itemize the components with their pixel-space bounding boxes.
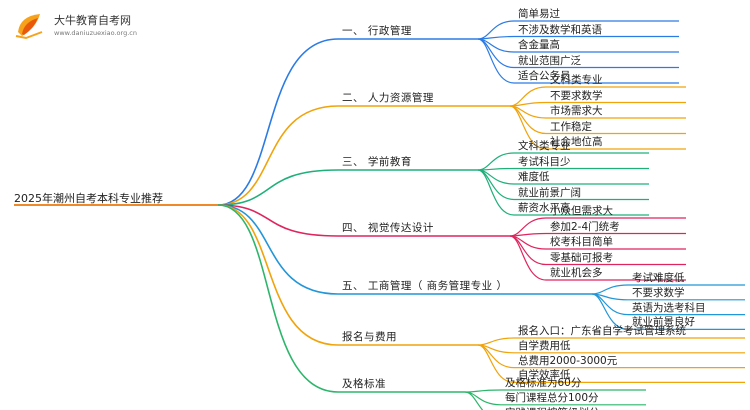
logo-title: 大牛教育自考网 bbox=[54, 14, 131, 27]
leaf-label: 零基础可报考 bbox=[550, 251, 613, 264]
leaf-label: 实践课程按等级划分 bbox=[505, 407, 600, 410]
child-connector bbox=[509, 105, 547, 150]
branch-label: 一、 行政管理 bbox=[342, 25, 412, 37]
child-connector bbox=[477, 38, 515, 84]
leaf-label: 文科类专业 bbox=[550, 74, 603, 86]
branch-label: 二、 人力资源管理 bbox=[342, 92, 434, 104]
leaf-label: 就业前景广阔 bbox=[518, 186, 581, 199]
child-connector bbox=[477, 169, 515, 216]
leaf-label: 不要求数学 bbox=[632, 286, 685, 299]
branch-connector bbox=[217, 204, 339, 295]
branch-connector bbox=[217, 204, 339, 237]
branch-label: 四、 视觉传达设计 bbox=[342, 222, 434, 234]
book-logo-icon bbox=[15, 14, 43, 40]
branch-label: 五、 工商管理（ 商务管理专业 ） bbox=[342, 280, 508, 292]
branch-connector bbox=[217, 204, 339, 346]
leaf-label: 参加2-4门统考 bbox=[550, 220, 620, 233]
leaf-label: 每门课程总分100分 bbox=[505, 391, 599, 404]
child-connector bbox=[591, 284, 629, 295]
leaf-label: 简单易过 bbox=[518, 8, 560, 20]
child-connector bbox=[464, 391, 484, 410]
leaf-label: 难度低 bbox=[518, 171, 550, 183]
leaf-label: 就业机会多 bbox=[550, 267, 603, 279]
leaf-label: 小众但需求大 bbox=[550, 205, 613, 217]
leaf-label: 文科类专业 bbox=[518, 140, 571, 152]
child-connector bbox=[591, 293, 629, 330]
child-connector bbox=[464, 389, 502, 393]
logo-url: www.daniuzuexiao.org.cn bbox=[54, 29, 137, 37]
leaf-label: 含金量高 bbox=[518, 39, 560, 51]
branch-connector bbox=[217, 204, 339, 393]
leaf-label: 就业范围广泛 bbox=[518, 54, 581, 67]
leaf-label: 自学费用低 bbox=[518, 339, 571, 352]
branch-connector bbox=[217, 38, 339, 206]
branch-connector bbox=[217, 105, 339, 206]
leaf-label: 不涉及数学和英语 bbox=[518, 23, 602, 36]
branch-label: 及格标准 bbox=[342, 378, 386, 390]
branch-label: 报名与费用 bbox=[342, 331, 397, 343]
leaf-label: 市场需求大 bbox=[550, 105, 603, 117]
leaf-label: 适合公务员 bbox=[518, 70, 571, 82]
leaf-label: 不要求数学 bbox=[550, 89, 603, 102]
branch-label: 三、 学前教育 bbox=[342, 156, 412, 168]
leaf-label: 总费用2000-3000元 bbox=[518, 354, 618, 367]
leaf-label: 考试科目少 bbox=[518, 155, 571, 168]
leaf-label: 社会地位高 bbox=[550, 136, 603, 148]
child-connector bbox=[509, 235, 547, 281]
branch-connector bbox=[217, 169, 339, 206]
leaf-label: 薪资水平高 bbox=[518, 202, 571, 214]
leaf-label: 报名入口：广东省自学考试管理系统 bbox=[518, 325, 686, 337]
leaf-label: 英语为选考科目 bbox=[632, 301, 706, 314]
leaf-label: 及格标准为60分 bbox=[505, 377, 582, 389]
child-connector bbox=[477, 337, 515, 346]
leaf-label: 自学效率低 bbox=[518, 369, 571, 382]
leaf-label: 校考科目简单 bbox=[550, 236, 613, 248]
child-connector bbox=[477, 344, 515, 383]
leaf-label: 考试难度低 bbox=[632, 272, 685, 284]
root-node-label: 2025年潮州自考本科专业推荐 bbox=[14, 192, 163, 205]
leaf-label: 就业前景良好 bbox=[632, 316, 695, 329]
leaf-label: 工作稳定 bbox=[550, 120, 592, 133]
child-connector bbox=[477, 152, 515, 171]
